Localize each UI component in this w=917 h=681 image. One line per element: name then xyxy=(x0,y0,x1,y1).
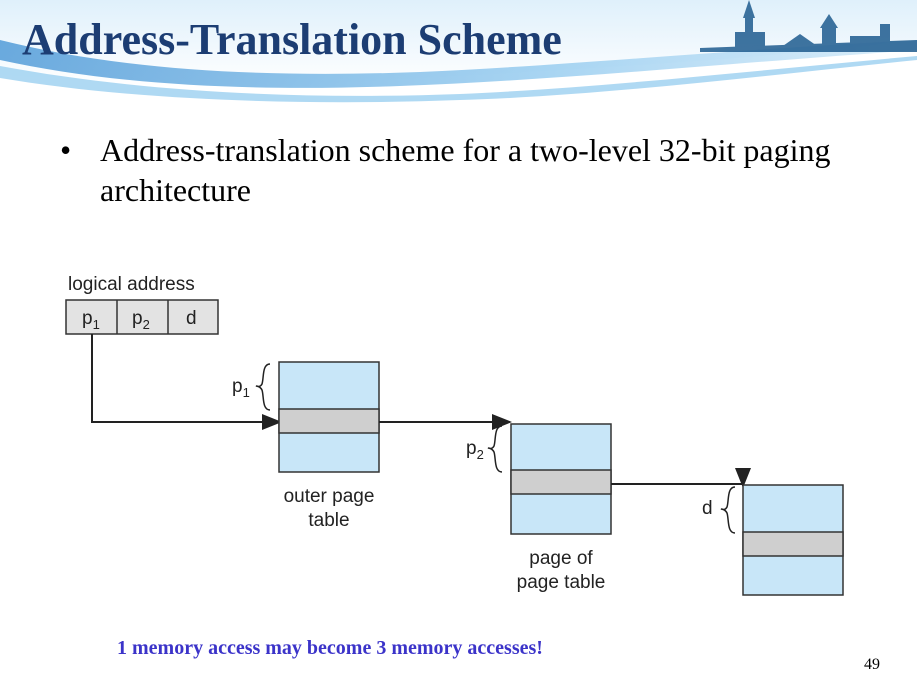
inner-table-label-line1: page of xyxy=(529,548,593,569)
outer-table-label-line2: table xyxy=(308,510,349,531)
inner-page-table xyxy=(510,423,612,535)
address-translation-diagram: logical address p1 p2 d p1 outer page ta… xyxy=(65,274,844,596)
footnote-note: 1 memory access may become 3 memory acce… xyxy=(117,637,543,659)
field-d: d xyxy=(186,308,197,329)
logical-address-label: logical address xyxy=(68,274,195,295)
page-brace-label: d xyxy=(702,498,713,519)
slide-title: Address-Translation Scheme xyxy=(22,15,562,64)
logical-address-box xyxy=(65,299,219,335)
page-entry xyxy=(742,531,844,557)
bullet-text: Address-translation scheme for a two-lev… xyxy=(100,132,831,208)
skyline-silhouette-icon xyxy=(700,0,917,52)
bullet-dot-icon: • xyxy=(60,132,72,168)
inner-to-page-arrow xyxy=(611,468,751,488)
outer-page-table xyxy=(278,361,380,473)
page-brace-icon xyxy=(720,486,736,534)
inner-table-label-line2: page table xyxy=(517,572,606,593)
logical-address-fields: p1 p2 d xyxy=(65,299,219,335)
field-p2: p2 xyxy=(132,308,150,332)
inner-table-entry xyxy=(510,469,612,495)
p1-arrow xyxy=(91,334,282,430)
outer-table-entry xyxy=(278,408,380,434)
outer-brace-label: p1 xyxy=(232,376,250,400)
inner-brace-icon xyxy=(487,425,503,473)
field-p1: p1 xyxy=(82,308,100,332)
header-wave-decoration xyxy=(0,0,917,103)
outer-brace-icon xyxy=(255,363,271,411)
memory-page xyxy=(742,484,844,596)
page-number: 49 xyxy=(864,656,880,673)
inner-brace-label: p2 xyxy=(466,438,484,462)
outer-table-label-line1: outer page xyxy=(284,486,375,507)
